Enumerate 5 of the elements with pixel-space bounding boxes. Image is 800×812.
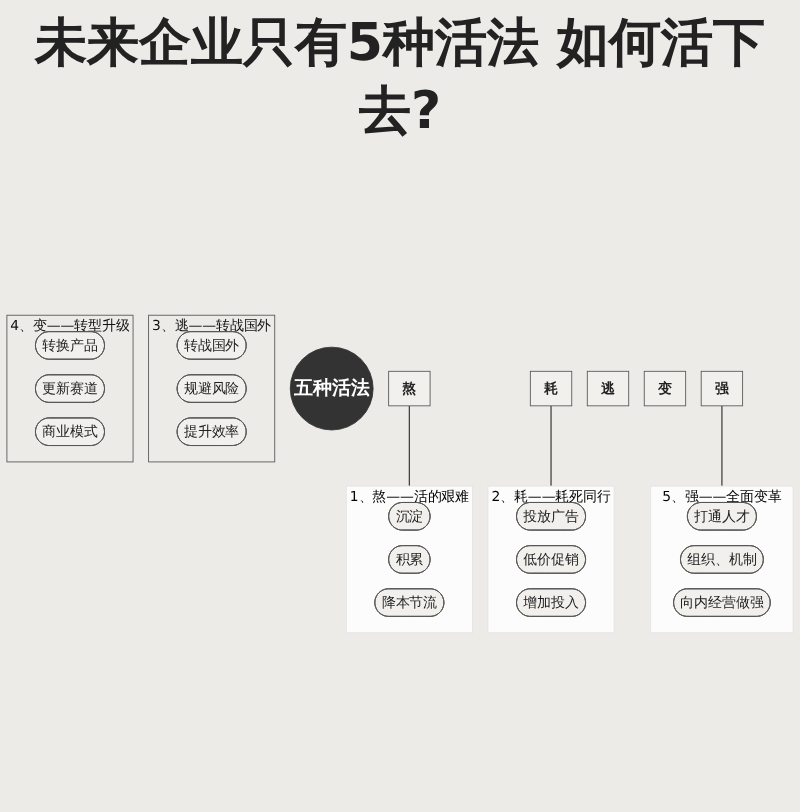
connector bbox=[721, 404, 723, 486]
node-circle: 五种活法 bbox=[289, 345, 374, 430]
connector bbox=[550, 404, 552, 486]
connector bbox=[408, 404, 410, 486]
title: 未来企业只有5种活法 如何活下去? bbox=[32, 12, 768, 146]
